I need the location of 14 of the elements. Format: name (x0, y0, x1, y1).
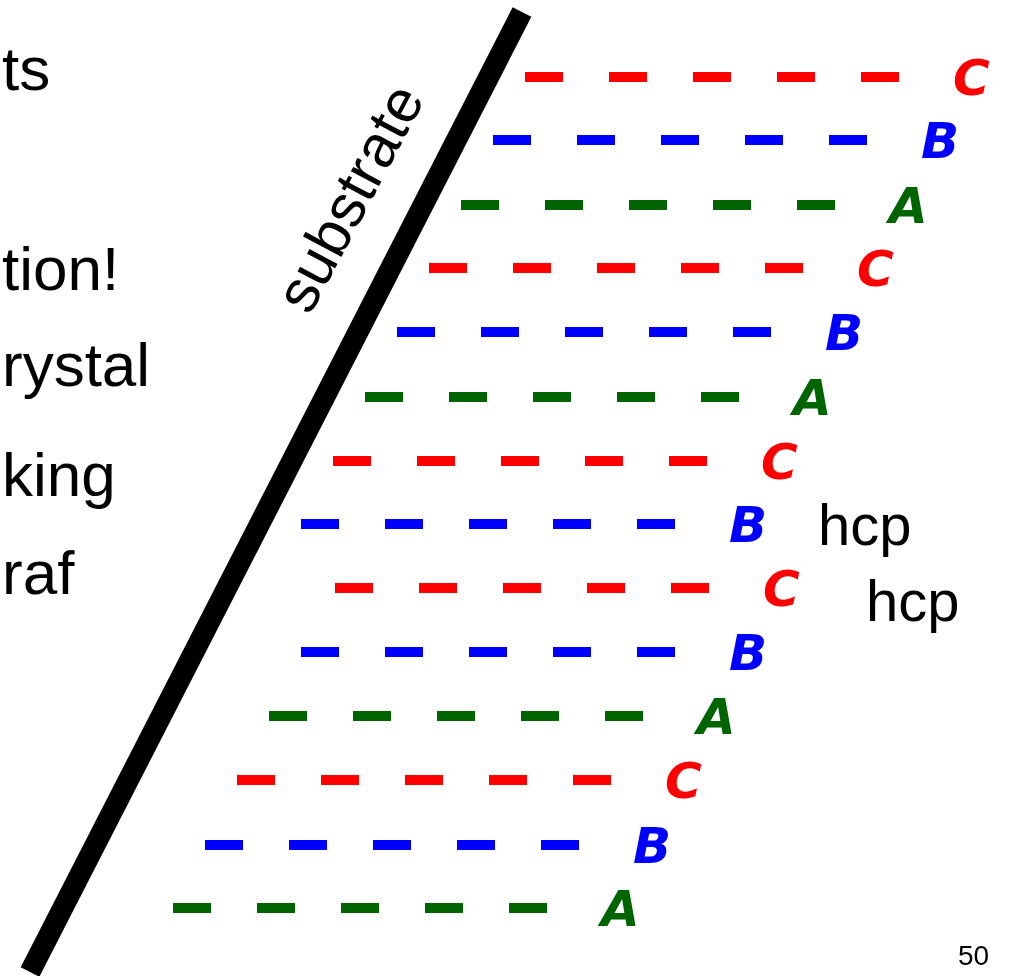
text-fragment: ts (2, 38, 51, 100)
layer-letter: B (729, 500, 768, 550)
text-fragment: tion! (2, 238, 120, 300)
layer-letter: B (825, 308, 864, 358)
page-number: 50 (958, 942, 990, 970)
layer-letter: C (665, 756, 702, 806)
layer-letter: C (761, 437, 798, 487)
layer-letter: C (857, 244, 894, 294)
layer-letter: C (953, 53, 990, 103)
layer-letter: B (633, 821, 672, 871)
layer-letter: B (729, 628, 768, 678)
layer-letter: C (763, 564, 800, 614)
layer-letter: B (921, 116, 960, 166)
text-fragment: raf (2, 542, 75, 604)
